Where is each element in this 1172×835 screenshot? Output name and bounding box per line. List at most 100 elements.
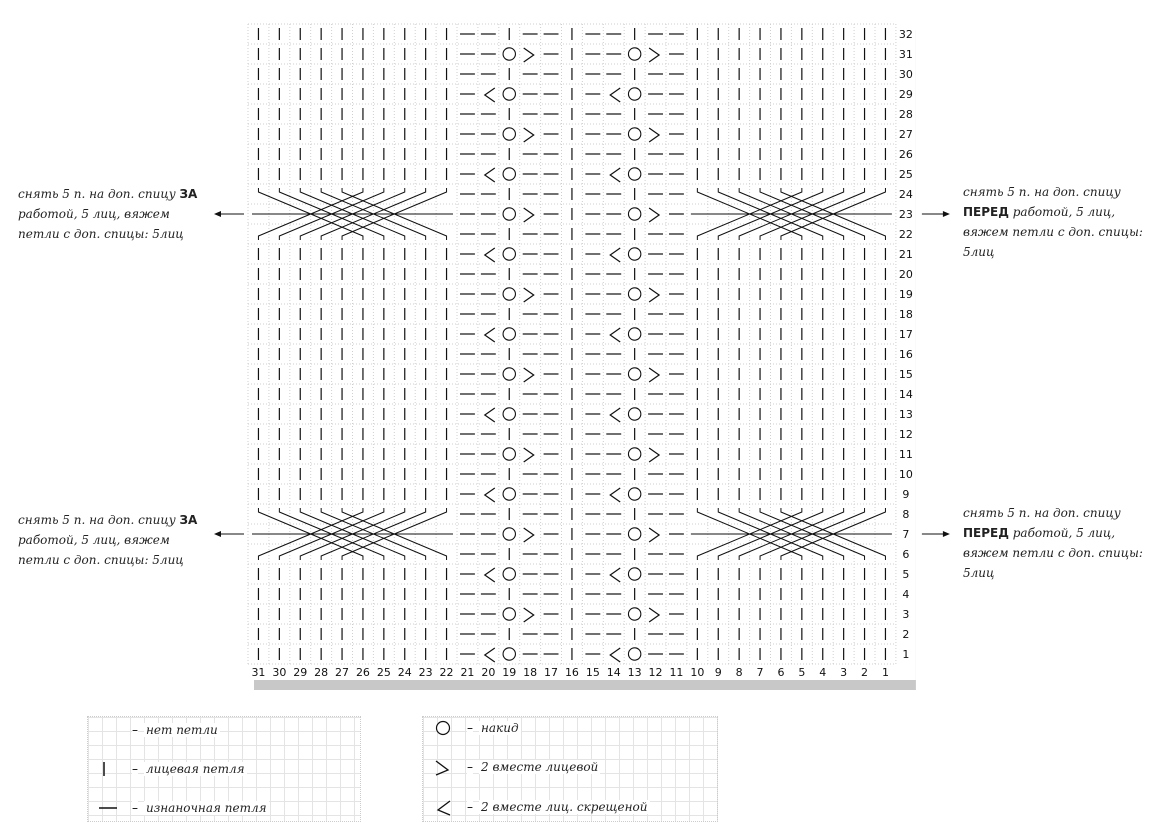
row-number: 29 (899, 88, 913, 101)
legend-k2tog-tbl: – 2 вместе лиц. скрещеной (423, 797, 650, 817)
yarn-over (502, 527, 516, 541)
column-number: 1 (882, 666, 889, 679)
k2tog-tbl-stitch (609, 407, 621, 423)
yarn-over (627, 87, 642, 101)
row-number: 24 (899, 188, 913, 201)
k2tog-tbl-stitch (483, 87, 496, 103)
row-number: 18 (899, 308, 913, 321)
yarn-over (627, 647, 642, 661)
column-number: 28 (314, 666, 328, 679)
yarn-over (627, 527, 642, 541)
column-number: 22 (440, 666, 454, 679)
k2tog-tbl-stitch (609, 487, 621, 503)
k2tog-stitch (523, 207, 535, 223)
column-number: 3 (840, 666, 847, 679)
legend-right: – накид – 2 вместе лицевой – 2 вместе ли… (422, 716, 718, 822)
k2tog-tbl-stitch (609, 167, 621, 183)
column-number: 31 (251, 666, 265, 679)
yarn-over (502, 47, 516, 61)
yarn-over (627, 47, 642, 61)
row-number: 28 (899, 108, 913, 121)
yarn-over (502, 647, 516, 661)
column-number: 15 (586, 666, 600, 679)
row-number: 15 (899, 368, 913, 381)
yarn-over (627, 207, 642, 221)
yarn-over (627, 487, 642, 501)
k2tog-tbl-stitch (483, 567, 496, 583)
column-number: 21 (460, 666, 474, 679)
row-number: 4 (902, 588, 909, 601)
row-number: 31 (899, 48, 913, 61)
column-number: 27 (335, 666, 349, 679)
row-number: 21 (899, 248, 913, 261)
row-number: 6 (902, 548, 909, 561)
k2tog-tbl-stitch (609, 567, 621, 583)
column-number: 4 (819, 666, 826, 679)
cable-note-right-bottom: снять 5 п. на доп. спицу ПЕРЕД работой, … (963, 506, 1143, 580)
k2tog-stitch (648, 367, 661, 383)
yarn-over (627, 287, 642, 301)
yarn-over (502, 87, 516, 101)
row-number: 25 (899, 168, 913, 181)
row-number: 16 (899, 348, 913, 361)
yarn-over (502, 567, 516, 581)
column-number: 12 (649, 666, 663, 679)
column-number: 24 (398, 666, 412, 679)
k2tog-tbl-stitch (483, 407, 496, 423)
arrow-right-head (942, 211, 950, 217)
row-number: 32 (899, 28, 913, 41)
yarn-over (627, 607, 642, 621)
column-number: 23 (419, 666, 433, 679)
column-number: 30 (272, 666, 286, 679)
row-number: 19 (899, 288, 913, 301)
yarn-over (502, 607, 516, 621)
k2tog-stitch (523, 47, 535, 63)
yarn-over (627, 247, 642, 261)
column-number: 26 (356, 666, 370, 679)
k2tog-stitch (648, 47, 661, 63)
row-number: 2 (902, 628, 909, 641)
k2tog-tbl-stitch (483, 647, 496, 663)
column-number: 29 (293, 666, 307, 679)
arrow-left-head (214, 531, 221, 537)
yarn-over (502, 487, 516, 501)
column-number: 25 (377, 666, 391, 679)
row-number: 30 (899, 68, 913, 81)
legend-left: – нет петли – лицевая петля – изнаночная… (87, 716, 361, 822)
yarn-over (502, 207, 516, 221)
yarn-over (627, 127, 642, 141)
purl-symbol-icon (88, 798, 128, 818)
yarn-over (627, 447, 642, 461)
yarn-over (502, 287, 516, 301)
legend-k2tog: – 2 вместе лицевой (423, 757, 601, 777)
row-number: 3 (902, 608, 909, 621)
row-number: 7 (902, 528, 909, 541)
column-number: 18 (523, 666, 537, 679)
column-number: 13 (628, 666, 642, 679)
yarn-over (627, 567, 642, 581)
row-number: 27 (899, 128, 913, 141)
column-number: 20 (481, 666, 495, 679)
row-number: 10 (899, 468, 913, 481)
column-number: 14 (607, 666, 621, 679)
column-number: 6 (777, 666, 784, 679)
column-number: 16 (565, 666, 579, 679)
k2tog-tbl-icon (423, 797, 463, 817)
column-number: 7 (757, 666, 764, 679)
yarn-over (502, 367, 516, 381)
row-number: 22 (899, 228, 913, 241)
arrow-right-head (942, 531, 950, 537)
row-number: 20 (899, 268, 913, 281)
yarn-over-icon (423, 718, 463, 738)
row-number: 14 (899, 388, 913, 401)
row-number: 9 (902, 488, 909, 501)
row-number: 17 (899, 328, 913, 341)
k2tog-stitch (648, 207, 661, 223)
row-number: 5 (902, 568, 909, 581)
k2tog-tbl-stitch (483, 487, 496, 503)
column-number: 19 (502, 666, 516, 679)
arrow-left-head (214, 211, 221, 217)
cable-note-left-bottom: снять 5 п. на доп. спицу ЗА работой, 5 л… (18, 513, 198, 567)
k2tog-stitch (523, 607, 535, 623)
k2tog-stitch (648, 527, 661, 543)
